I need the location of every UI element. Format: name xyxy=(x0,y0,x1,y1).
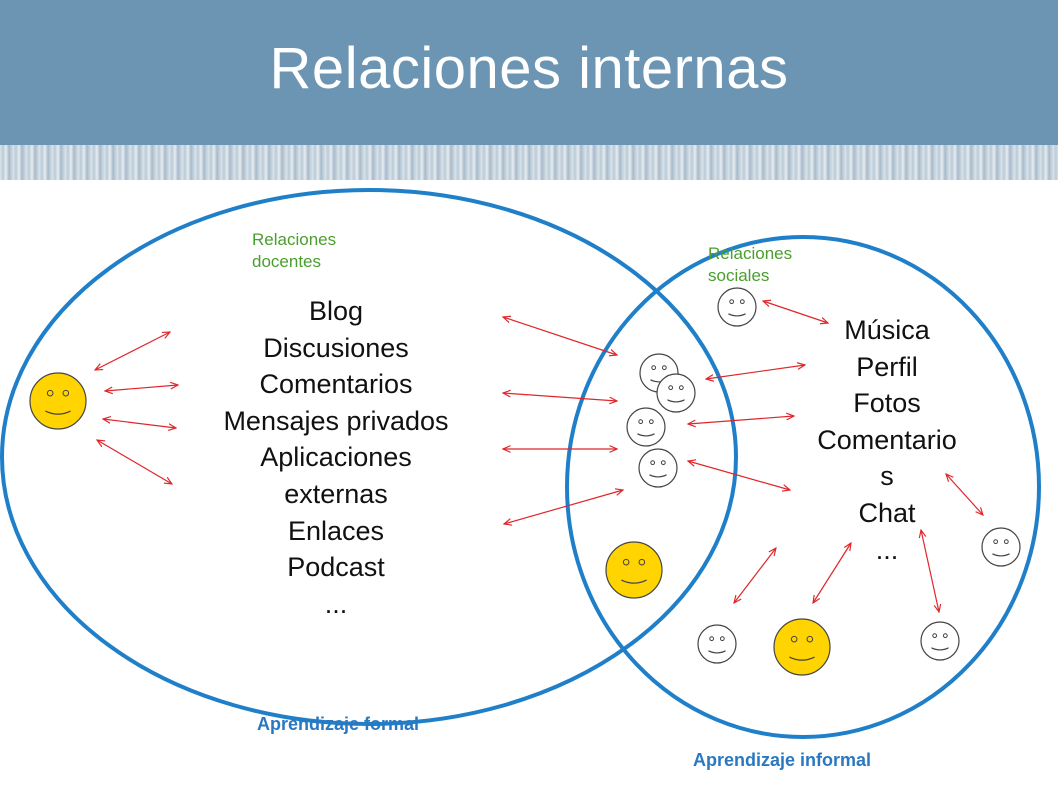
arrow-icon xyxy=(503,393,617,401)
formal-learning-circle xyxy=(0,188,738,726)
smiley-face-icon xyxy=(605,541,663,599)
list-item: Podcast xyxy=(287,552,385,583)
arrow-icon xyxy=(946,474,983,515)
smiley-face-icon xyxy=(697,624,737,664)
list-item: Chat xyxy=(858,497,916,528)
informal-learning-circle xyxy=(565,235,1041,739)
smiley-face-icon xyxy=(656,373,696,413)
arrow-icon xyxy=(95,332,170,370)
arrow-icon xyxy=(105,385,178,391)
list-item: Discusiones xyxy=(263,332,409,363)
list-item: Fotos xyxy=(853,388,921,419)
header-stripe xyxy=(0,145,1058,180)
smiley-face-icon xyxy=(717,287,757,327)
arrow-icon xyxy=(688,461,790,490)
list-item: Aplicaciones xyxy=(260,442,412,473)
smiley-face-icon xyxy=(981,527,1021,567)
list-item: Mensajes privados xyxy=(223,405,449,436)
smiley-face-icon xyxy=(920,621,960,661)
list-item: Perfil xyxy=(856,351,918,382)
list-item: Blog xyxy=(308,296,364,326)
list-item: Comentarios xyxy=(259,369,413,400)
list-item: Enlaces xyxy=(287,515,385,546)
arrow-icon xyxy=(921,530,939,612)
teaching-relations-label: Relaciones docentes xyxy=(252,230,337,271)
smiley-face-icon xyxy=(29,372,87,430)
arrow-icon xyxy=(97,440,172,484)
arrow-icon xyxy=(503,317,617,355)
list-item: Música xyxy=(844,315,930,345)
smiley-face-icon xyxy=(626,407,666,447)
formal-channels-list: Blog Discusiones Comentarios Mensajes pr… xyxy=(196,293,476,622)
list-item: externas xyxy=(284,478,388,509)
formal-learning-label: Aprendizaje formal xyxy=(257,714,420,734)
arrow-icon xyxy=(763,301,828,323)
social-relations-label: Relaciones sociales xyxy=(708,244,793,285)
informal-channels-list: Música Perfil Fotos Comentario s Chat ..… xyxy=(794,312,980,568)
list-item: Comentario xyxy=(817,424,957,455)
page-title: Relaciones internas xyxy=(269,36,789,101)
informal-learning-label: Aprendizaje informal xyxy=(693,750,872,770)
arrow-icon xyxy=(734,548,776,603)
arrow-icon xyxy=(688,416,794,424)
arrow-icon xyxy=(813,543,851,603)
smiley-face-icon xyxy=(773,618,831,676)
arrow-icon xyxy=(103,419,176,428)
list-item: ... xyxy=(875,534,899,565)
list-item: s xyxy=(880,461,894,492)
smiley-face-icon xyxy=(638,448,678,488)
arrow-icon xyxy=(706,365,805,379)
list-item: ... xyxy=(324,588,348,619)
arrow-icon xyxy=(504,490,623,524)
